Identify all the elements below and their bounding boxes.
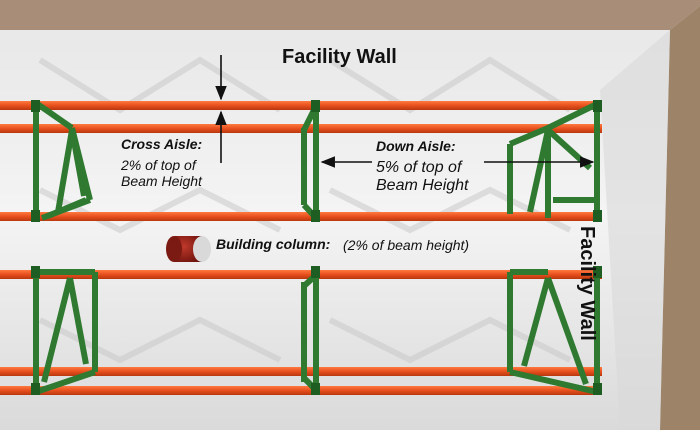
facility-wall-top-label: Facility Wall [282,46,397,68]
frame-posts [31,266,602,395]
cross-aisle-title: Cross Aisle: [121,136,203,152]
top-wall [0,0,700,30]
cross-aisle-description: 2% of top of Beam Height [121,157,202,190]
facility-wall-right-label: Facility Wall [576,226,598,341]
beam [0,270,602,279]
building-column-title: Building column: [216,236,331,252]
beam [0,212,602,221]
right-wall-face [600,30,670,430]
upright-frame [301,103,319,221]
frame-posts [31,100,602,222]
right-wall [660,6,700,430]
upright-frame [507,101,600,219]
beam [0,386,602,395]
building-column [166,236,211,262]
upright-frame [33,269,98,395]
upright-frame [33,100,93,221]
upright-frame [507,269,600,395]
down-aisle-title: Down Aisle: [376,138,456,154]
rack-row-1 [0,100,602,222]
beam [0,101,602,110]
down-aisle-description: 5% of top of Beam Height [376,159,469,195]
rack-row-2 [0,266,602,395]
building-column-description: (2% of beam height) [343,237,470,253]
